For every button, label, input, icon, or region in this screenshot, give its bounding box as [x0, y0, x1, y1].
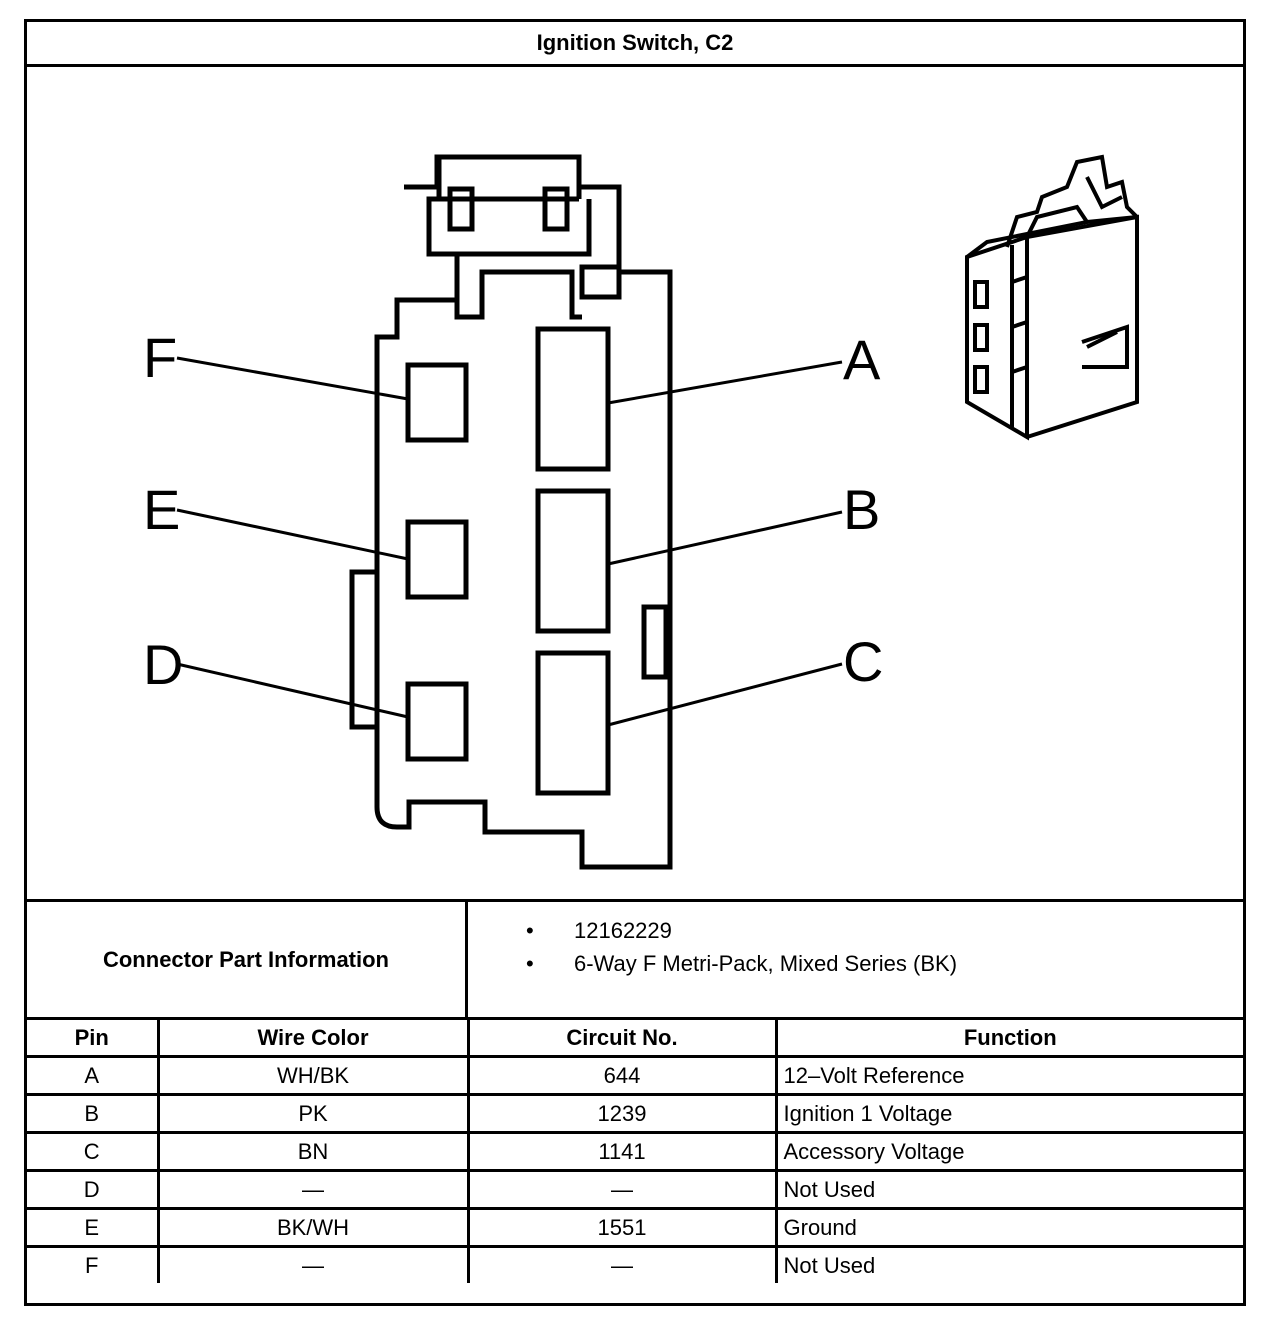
part-info-list: 12162229 6-Way F Metri-Pack, Mixed Serie… — [468, 902, 1243, 1029]
connector-right-tab — [641, 604, 669, 680]
circuit-cell: — — [466, 1245, 778, 1283]
table-row: F — — Not Used — [27, 1245, 1243, 1283]
function-cell: Not Used — [774, 1169, 1243, 1210]
wire-color-cell: BN — [156, 1131, 470, 1172]
leader-d — [176, 662, 409, 719]
circuit-cell: — — [466, 1169, 778, 1210]
wire-color-cell: WH/BK — [156, 1055, 470, 1096]
function-cell: Ignition 1 Voltage — [774, 1093, 1243, 1134]
part-number: 12162229 — [468, 914, 1243, 947]
function-cell: Not Used — [774, 1245, 1243, 1283]
part-description: 6-Way F Metri-Pack, Mixed Series (BK) — [468, 947, 1243, 980]
function-cell: 12–Volt Reference — [774, 1055, 1243, 1096]
circuit-cell: 1551 — [466, 1207, 778, 1248]
leader-a — [607, 360, 843, 405]
header-function: Function — [774, 1017, 1243, 1058]
table-row: D — — Not Used — [27, 1169, 1243, 1210]
table-row: E BK/WH 1551 Ground — [27, 1207, 1243, 1248]
connector-latch — [426, 154, 592, 320]
cavity-e — [405, 519, 469, 600]
cavity-a — [535, 326, 611, 472]
table-row: A WH/BK 644 12–Volt Reference — [27, 1055, 1243, 1096]
pin-label-a: A — [843, 328, 881, 391]
connector-sheet: Ignition Switch, C2 — [24, 19, 1246, 1306]
wire-color-cell: — — [156, 1245, 470, 1283]
function-cell: Accessory Voltage — [774, 1131, 1243, 1172]
wire-color-cell: BK/WH — [156, 1207, 470, 1248]
cavity-f — [405, 362, 469, 443]
circuit-cell: 644 — [466, 1055, 778, 1096]
cavity-b — [535, 488, 611, 634]
function-cell: Ground — [774, 1207, 1243, 1248]
part-info-label: Connector Part Information — [27, 902, 468, 1017]
connector-iso-view — [965, 154, 1139, 441]
leader-e — [176, 508, 409, 561]
leader-c — [607, 662, 843, 727]
pin-label-f: F — [143, 326, 177, 389]
wire-color-cell: — — [156, 1169, 470, 1210]
pin-label-e: E — [143, 478, 180, 541]
leader-f — [176, 356, 409, 401]
circuit-cell: 1141 — [466, 1131, 778, 1172]
connector-part-info: Connector Part Information 12162229 6-Wa… — [27, 899, 1243, 1017]
pin-cell: E — [27, 1207, 160, 1248]
cavity-c — [535, 650, 611, 796]
connector-left-rib — [349, 569, 377, 730]
table-header-row: Pin Wire Color Circuit No. Function — [27, 1017, 1243, 1058]
pin-cell: F — [27, 1245, 160, 1283]
header-circuit: Circuit No. — [466, 1017, 778, 1058]
pinout-table: Pin Wire Color Circuit No. Function A WH… — [27, 1017, 1243, 1283]
table-row: C BN 1141 Accessory Voltage — [27, 1131, 1243, 1172]
leader-b — [607, 510, 843, 566]
table-row: B PK 1239 Ignition 1 Voltage — [27, 1093, 1243, 1134]
latch-window-right — [542, 186, 570, 232]
cavity-d — [405, 681, 469, 762]
connector-diagram: F E D A B C — [27, 67, 1243, 899]
pin-cell: D — [27, 1169, 160, 1210]
circuit-cell: 1239 — [466, 1093, 778, 1134]
pin-label-c: C — [843, 630, 883, 693]
pin-cell: B — [27, 1093, 160, 1134]
header-pin: Pin — [27, 1017, 160, 1058]
page-title: Ignition Switch, C2 — [27, 22, 1243, 67]
pin-cell: C — [27, 1131, 160, 1172]
latch-window-left — [447, 186, 475, 232]
wire-color-cell: PK — [156, 1093, 470, 1134]
pin-label-b: B — [843, 478, 880, 541]
connector-face-svg: F E D A B C — [143, 154, 1139, 870]
pin-label-d: D — [143, 633, 183, 696]
pin-cell: A — [27, 1055, 160, 1096]
header-wire-color: Wire Color — [156, 1017, 470, 1058]
